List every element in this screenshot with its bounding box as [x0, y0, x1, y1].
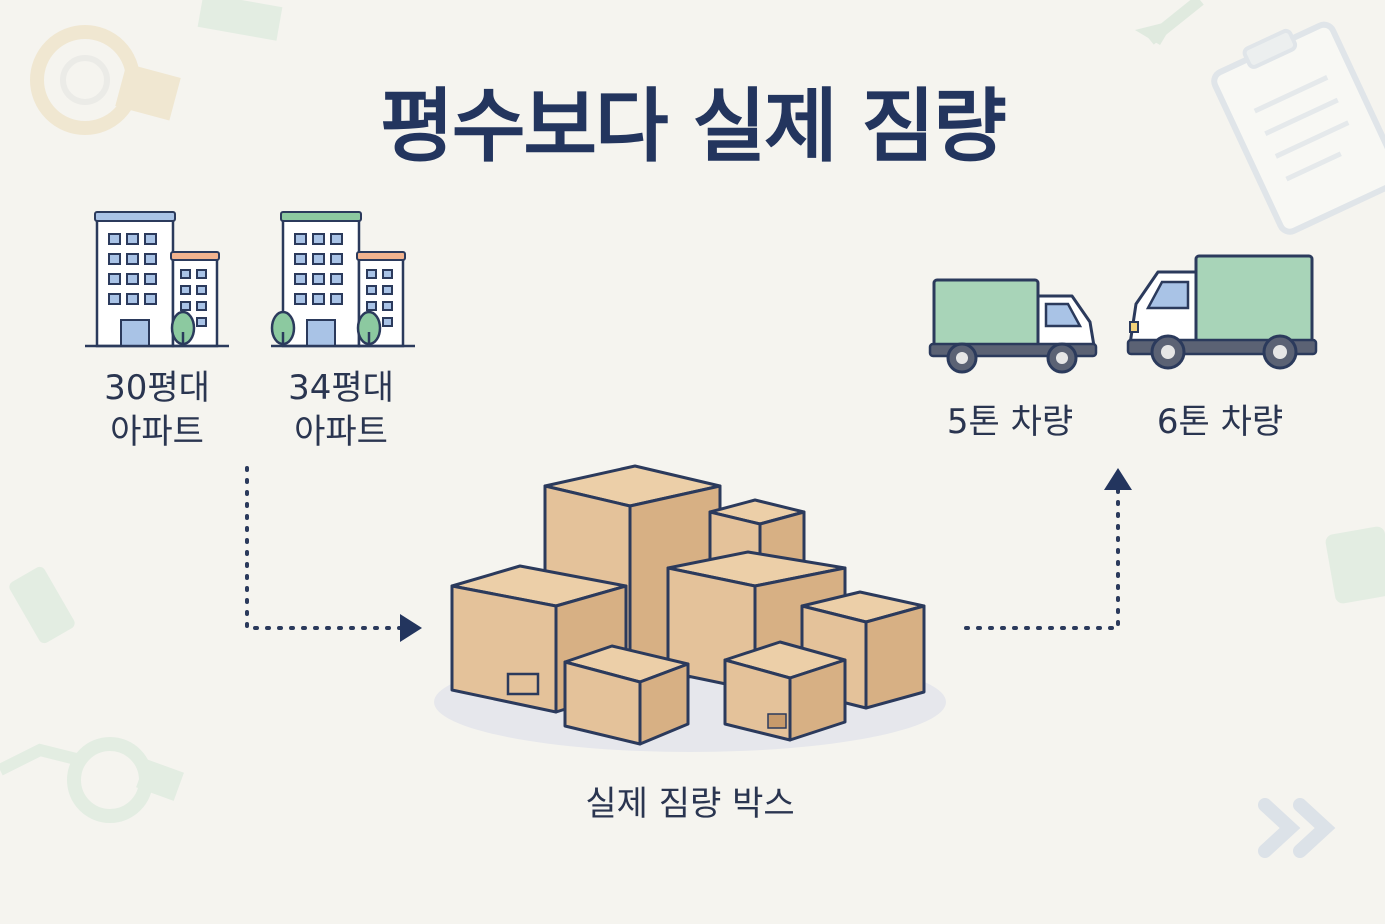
apartment-building-icon	[83, 210, 231, 348]
cardboard-box-pile	[434, 464, 946, 752]
arrow-up-icon	[964, 468, 1132, 630]
delivery-truck-icon	[928, 278, 1098, 374]
cardboard-box-icon	[723, 640, 847, 742]
apartment-type-text: 아파트	[294, 412, 388, 452]
background-decorations	[0, 0, 1385, 858]
apartment-size-text: 30평대	[104, 368, 210, 408]
arrow-decor-icon	[1135, 0, 1204, 45]
cardboard-box-icon	[563, 644, 690, 746]
arrow-right-icon	[245, 466, 422, 642]
apartment-type-text: 아파트	[110, 412, 204, 452]
tape-icon	[30, 25, 181, 135]
sticky-decor-icon	[1325, 526, 1385, 604]
boxes-label: 실제 짐량 박스	[585, 784, 795, 824]
marker-decor-icon	[9, 566, 75, 644]
note-decor-icon	[197, 0, 283, 41]
apartment-label-34: 34평대 아파트	[256, 366, 426, 454]
truck-label-6ton: 6톤 차량	[1156, 402, 1284, 442]
apartment-label-30: 30평대 아파트	[72, 366, 242, 454]
truck-label-5ton: 5톤 차량	[946, 402, 1074, 442]
tape-decor-icon	[0, 737, 184, 823]
page-title: 평수보다 실제 짐량	[380, 80, 1007, 173]
chevron-double-icon	[1258, 798, 1336, 858]
apartment-building-icon	[269, 210, 417, 348]
delivery-truck-icon	[1126, 254, 1318, 370]
clipboard-icon	[1211, 21, 1385, 235]
apartment-size-text: 34평대	[288, 368, 394, 408]
